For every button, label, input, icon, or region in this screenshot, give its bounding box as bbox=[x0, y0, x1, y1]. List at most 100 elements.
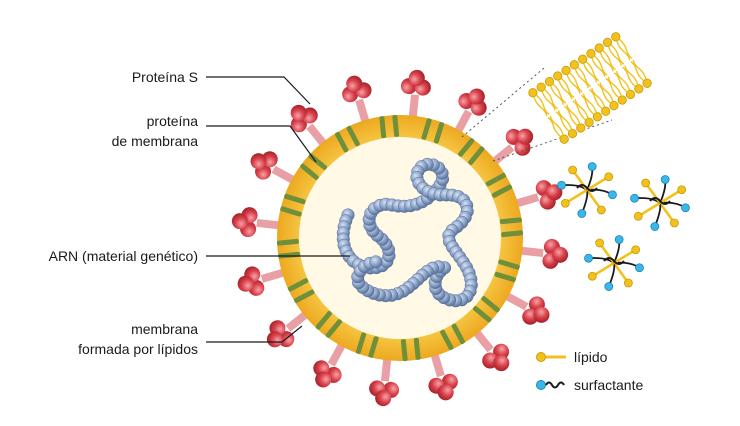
membrane-protein bbox=[494, 259, 520, 283]
bilayer-group bbox=[528, 32, 652, 144]
lipid-tail bbox=[574, 66, 592, 89]
membrane-protein-bar bbox=[346, 125, 360, 147]
surfactant-core bbox=[576, 184, 598, 192]
label-lipid-membrane-line1: membrana bbox=[131, 321, 198, 337]
membrane-protein-bar bbox=[491, 184, 513, 198]
surfactant-head bbox=[681, 203, 690, 213]
spike-protein bbox=[237, 266, 288, 296]
spike-head bbox=[346, 75, 363, 92]
surfactant-head bbox=[650, 222, 660, 231]
membrane-protein-bar bbox=[287, 278, 309, 292]
membrane-protein bbox=[458, 138, 485, 165]
lipid-head bbox=[586, 49, 596, 59]
spike-head bbox=[250, 153, 267, 170]
membrane-protein-bar bbox=[433, 122, 445, 144]
surfactant-head bbox=[660, 175, 670, 184]
spike-protein bbox=[342, 75, 372, 126]
lipid-head bbox=[623, 278, 633, 288]
spike-protein bbox=[501, 290, 550, 325]
lipid-head bbox=[617, 95, 627, 105]
rna-genetic-material bbox=[336, 157, 478, 308]
spike-head bbox=[315, 371, 332, 388]
lipid-bilayer-zoom bbox=[528, 32, 652, 144]
lipid-head bbox=[560, 198, 570, 208]
lipid-head bbox=[569, 60, 579, 70]
membrane-protein bbox=[379, 114, 400, 139]
membrane-protein bbox=[280, 193, 306, 217]
lipid-tail bbox=[566, 72, 583, 94]
surfactant-head bbox=[630, 193, 639, 203]
lipid-head bbox=[677, 185, 687, 195]
membrane-protein-bar bbox=[315, 311, 332, 330]
lipid-tail bbox=[622, 65, 639, 87]
leader-line-lipid-membrane bbox=[206, 325, 303, 343]
label-membrane-protein-line2: de membrana bbox=[112, 133, 199, 149]
membrane-protein bbox=[400, 337, 421, 362]
spike-stalk bbox=[516, 246, 544, 258]
lipid-tail bbox=[541, 89, 558, 111]
surfactant-micelle bbox=[557, 162, 617, 218]
spike-head bbox=[552, 246, 569, 263]
surfactant-core bbox=[603, 257, 625, 265]
surfactant-tail-icon bbox=[545, 381, 565, 389]
membrane-protein-bar bbox=[501, 230, 524, 238]
spike-protein bbox=[250, 151, 299, 186]
membrane-protein bbox=[473, 296, 500, 323]
spike-stalk bbox=[260, 267, 288, 283]
surfactant-head bbox=[577, 209, 587, 218]
membrane-proteins bbox=[276, 114, 524, 362]
membrane-protein bbox=[287, 278, 315, 303]
membrane-protein bbox=[421, 118, 445, 144]
membrane-protein-bar bbox=[458, 138, 475, 157]
membrane-protein bbox=[315, 311, 342, 338]
spike-head bbox=[493, 355, 510, 372]
lipid-head bbox=[595, 238, 605, 248]
lipid-head bbox=[641, 178, 651, 188]
surfactant-micelles bbox=[557, 162, 690, 291]
lipid-head bbox=[528, 88, 538, 98]
spike-stalk bbox=[512, 193, 540, 209]
membrane-protein-bar bbox=[335, 131, 349, 153]
membrane-protein bbox=[355, 332, 379, 358]
membrane-protein-bar bbox=[325, 319, 342, 338]
spike-head bbox=[505, 128, 522, 145]
spike-head bbox=[290, 104, 307, 121]
lipid-head-icon bbox=[536, 352, 546, 362]
lipid-head bbox=[596, 205, 606, 215]
surfactant-head bbox=[614, 235, 624, 244]
lipid-tail bbox=[591, 55, 608, 77]
surfactant-micelle bbox=[584, 235, 644, 291]
lipid-head bbox=[625, 89, 636, 100]
lipid-head bbox=[568, 165, 578, 175]
membrane-protein bbox=[276, 238, 301, 259]
membrane-protein-bar bbox=[355, 332, 367, 354]
rna-bead bbox=[369, 255, 383, 269]
spike-stalk bbox=[380, 354, 392, 382]
lipid-tail bbox=[607, 44, 625, 66]
spike-head bbox=[375, 390, 392, 407]
lipid-head bbox=[592, 112, 602, 122]
lipid-head bbox=[587, 271, 597, 281]
membrane-protein-bar bbox=[300, 163, 319, 180]
lipid-tail bbox=[547, 115, 564, 138]
label-lipid-membrane-line2: formada por lípidos bbox=[78, 341, 198, 357]
lipid-tail bbox=[558, 77, 575, 100]
surfactant-head-icon bbox=[536, 380, 546, 390]
lipid-tail bbox=[564, 104, 581, 127]
membrane-protein-bar bbox=[276, 238, 299, 246]
lipid-head bbox=[561, 65, 571, 75]
lipid-tail bbox=[616, 38, 633, 61]
leader-line-spike bbox=[206, 76, 311, 105]
lipid-head bbox=[633, 211, 643, 221]
surfactant-head bbox=[557, 180, 566, 190]
lipid-head bbox=[536, 82, 546, 92]
membrane-protein-bar bbox=[368, 336, 379, 358]
zoom-line-bottom bbox=[492, 119, 613, 162]
membrane-protein-bar bbox=[413, 337, 421, 360]
membrane-protein-bar bbox=[498, 259, 520, 270]
membrane-protein-bar bbox=[392, 114, 400, 137]
legend-lipid: lípido bbox=[536, 349, 608, 365]
lipid-tail bbox=[533, 94, 550, 117]
virus-core bbox=[299, 137, 501, 339]
